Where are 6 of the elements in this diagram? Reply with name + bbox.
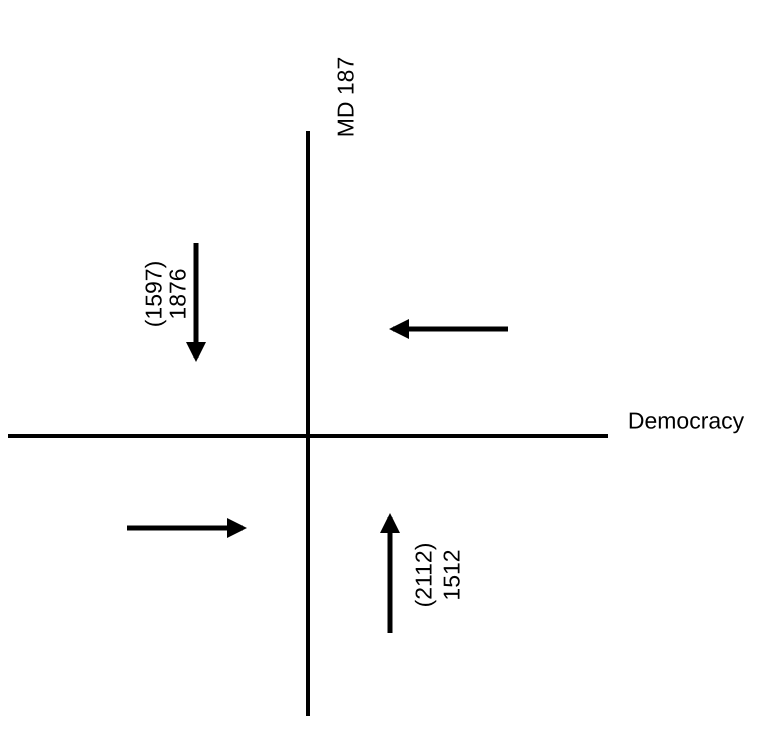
value-label: 1512	[440, 549, 464, 601]
value-label: (1597)	[142, 260, 166, 328]
value-label: 1876	[166, 268, 190, 320]
axis-label: Democracy	[628, 410, 744, 432]
axis-label: MD 187	[334, 56, 358, 138]
value-label: (2112)	[412, 542, 436, 608]
